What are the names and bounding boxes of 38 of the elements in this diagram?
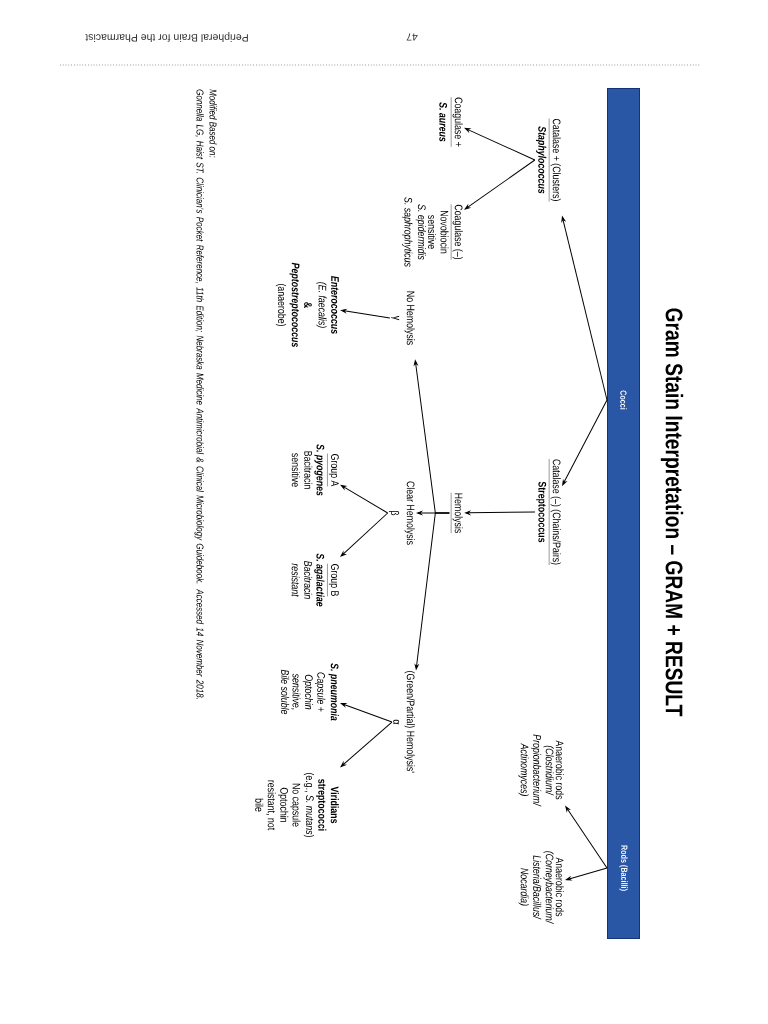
result-text: No Hemolysis <box>404 291 415 345</box>
arrow <box>561 216 608 401</box>
result-text: Coagulase (–) Novobiocin sensitive S. epidermidis S. saphrophyticus <box>402 197 463 267</box>
greek-letter: γ <box>391 315 400 321</box>
result-text: Coagulase + S. aureus <box>439 96 463 148</box>
bar-label: Cocci <box>620 390 627 410</box>
result-text: Anaerobic rods (Clostridium/ Propionbacterium/ Actinomyces) <box>518 734 564 807</box>
result-text: S. pneumonia Capsule + Optochin sensitive, Bile soluble <box>281 663 339 721</box>
result-text: Catalase + (Clusters) Staphylococcus <box>536 118 561 202</box>
result-text: Hemolysis <box>450 492 463 534</box>
arrow <box>565 867 608 881</box>
page-number: 47 <box>406 33 418 41</box>
result-text: Enterococcus (E. faecalis) & Peptostreptococcus (anaerobe) <box>275 262 339 347</box>
result-text: (Green/Partial) Hemolysis' <box>404 671 415 773</box>
result-text: Clear Hemolysis <box>404 481 415 545</box>
arrow <box>464 127 536 161</box>
arrow <box>340 309 391 319</box>
greek-letter: α <box>393 719 400 725</box>
result-text: Group B S. agalactiae Bacitracin resistant <box>291 553 339 607</box>
arrow <box>464 159 536 210</box>
arrow <box>340 484 389 514</box>
greek-letter: β <box>388 511 400 516</box>
page-header: Peripheral Brain for the Pharmacist <box>85 32 248 42</box>
arrow <box>414 512 450 670</box>
header-bar <box>607 88 640 939</box>
footnote: Modified Based on: <box>209 89 217 158</box>
result-text: Anaerobic rods (Corneybacterium/ Listeria/Bacillus/ Nocardia) <box>518 851 564 924</box>
bar-label: Rods (Bacilli) <box>619 845 628 891</box>
arrow <box>465 510 536 515</box>
arrow <box>565 806 608 869</box>
arrow <box>562 399 608 486</box>
arrow <box>340 512 389 557</box>
result-text: Group A S. pyogenes Bacitracin sensitive <box>291 444 339 496</box>
title: Gram Stain Interpretation – GRAM + RESULT <box>660 308 684 717</box>
arrow <box>340 721 393 767</box>
footnote: Gonnella LG, Haist ST. Clinician's Pocket Reference, 11th Edition; Nebraska Medicine Antimicrobial & Clinical Microbiology Guidebook. Accessed 14 November 2018. <box>194 89 204 699</box>
result-text: Catalase (–) (Chains/Pairs) Streptococcus <box>536 458 561 566</box>
arrow <box>340 703 393 723</box>
